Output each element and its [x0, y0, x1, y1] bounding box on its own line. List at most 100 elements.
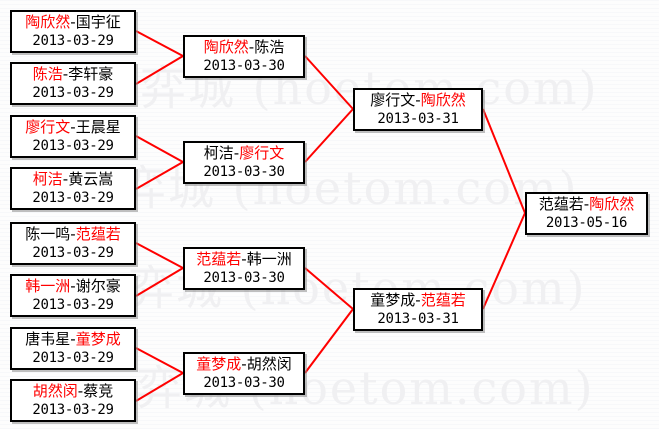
player-winner: 陈浩 [32, 65, 63, 83]
match-date: 2013-03-29 [32, 85, 114, 101]
match-players: 范蕴若-韩一洲 [185, 249, 303, 269]
player-loser: 柯洁 [203, 144, 234, 162]
match-date: 2013-03-31 [377, 311, 459, 327]
player-winner: 韩一洲 [25, 277, 71, 295]
player-separator: - [241, 250, 247, 268]
match-players: 童梦成-范蕴若 [355, 290, 481, 310]
player-winner: 陶欣然 [25, 13, 71, 31]
bracket-connector [135, 372, 184, 402]
bracket-connector [482, 108, 526, 214]
match-date: 2013-03-30 [203, 375, 285, 391]
match-players: 胡然闵-蔡竞 [12, 381, 134, 401]
match-players: 唐韦星-童梦成 [12, 329, 134, 349]
match-players: 柯洁-黄云嵩 [12, 169, 134, 189]
player-winner: 廖行文 [239, 144, 285, 162]
match-date: 2013-03-29 [32, 245, 114, 261]
bracket-connector [135, 55, 184, 85]
match-date: 2013-03-31 [377, 111, 459, 127]
bracket-connector [135, 135, 184, 163]
match-date: 2013-03-29 [32, 402, 114, 418]
player-separator: - [70, 225, 76, 243]
match-players: 童梦成-胡然闵 [185, 354, 303, 374]
match-players: 韩一洲-谢尔豪 [12, 276, 134, 296]
bracket-connector [135, 30, 184, 57]
player-loser: 胡然闵 [246, 355, 292, 373]
player-winner: 胡然闵 [32, 382, 78, 400]
match-players: 廖行文-王晨星 [12, 117, 134, 137]
player-loser: 谢尔豪 [75, 277, 121, 295]
player-loser: 韩一洲 [246, 250, 292, 268]
player-winner: 陶欣然 [420, 91, 466, 109]
match-players: 陈一鸣-范蕴若 [12, 224, 134, 244]
match-date: 2013-03-30 [203, 58, 285, 74]
match-date: 2013-03-29 [32, 138, 114, 154]
match-players: 廖行文-陶欣然 [355, 90, 481, 110]
match-players: 陶欣然-国宇征 [12, 12, 134, 32]
player-winner: 童梦成 [196, 355, 242, 373]
player-loser: 李轩豪 [68, 65, 114, 83]
player-loser: 蔡竞 [83, 382, 114, 400]
match-box[interactable]: 柯洁-廖行文 2013-03-30 [183, 141, 305, 184]
bracket-connector [304, 308, 354, 374]
player-separator: - [415, 91, 421, 109]
player-separator: - [70, 13, 76, 31]
player-separator: - [77, 382, 84, 400]
player-separator: - [70, 330, 76, 348]
bracket-connector [135, 242, 184, 269]
match-players: 陶欣然-陈浩 [185, 37, 303, 57]
player-winner: 陶欣然 [589, 195, 635, 213]
player-separator: - [70, 118, 76, 136]
match-players: 陈浩-李轩豪 [12, 64, 134, 84]
bracket-connector [304, 267, 354, 310]
player-loser: 唐韦星 [25, 330, 71, 348]
player-loser: 陈一鸣 [25, 225, 71, 243]
match-date: 2013-03-29 [32, 297, 114, 313]
player-separator: - [62, 170, 69, 188]
bracket-connector [135, 347, 184, 374]
match-date: 2013-03-30 [203, 270, 285, 286]
match-date: 2013-03-30 [203, 164, 285, 180]
bracket-connector [135, 267, 184, 297]
match-players: 范蕴若-陶欣然 [527, 194, 646, 214]
player-winner: 廖行文 [25, 118, 71, 136]
player-loser: 廖行文 [370, 91, 416, 109]
player-separator: - [70, 277, 76, 295]
player-separator: - [583, 195, 590, 213]
player-separator: - [241, 355, 247, 373]
player-separator: - [415, 291, 421, 309]
bracket-connector [304, 108, 354, 163]
bracket-connector [135, 161, 184, 190]
player-winner: 范蕴若 [420, 291, 466, 309]
player-loser: 国宇征 [75, 13, 121, 31]
match-date: 2013-03-29 [32, 33, 114, 49]
bracket-connector [304, 55, 354, 110]
player-loser: 黄云嵩 [68, 170, 114, 188]
player-loser: 王晨星 [75, 118, 121, 136]
player-separator: - [248, 38, 255, 56]
player-winner: 柯洁 [32, 170, 63, 188]
bracket-connector [482, 212, 526, 310]
player-winner: 童梦成 [75, 330, 121, 348]
player-separator: - [62, 65, 69, 83]
match-date: 2013-03-29 [32, 350, 114, 366]
match-date: 2013-05-16 [545, 215, 628, 231]
player-separator: - [233, 144, 240, 162]
player-loser: 童梦成 [370, 291, 416, 309]
match-date: 2013-03-29 [32, 190, 114, 206]
player-winner: 范蕴若 [196, 250, 242, 268]
